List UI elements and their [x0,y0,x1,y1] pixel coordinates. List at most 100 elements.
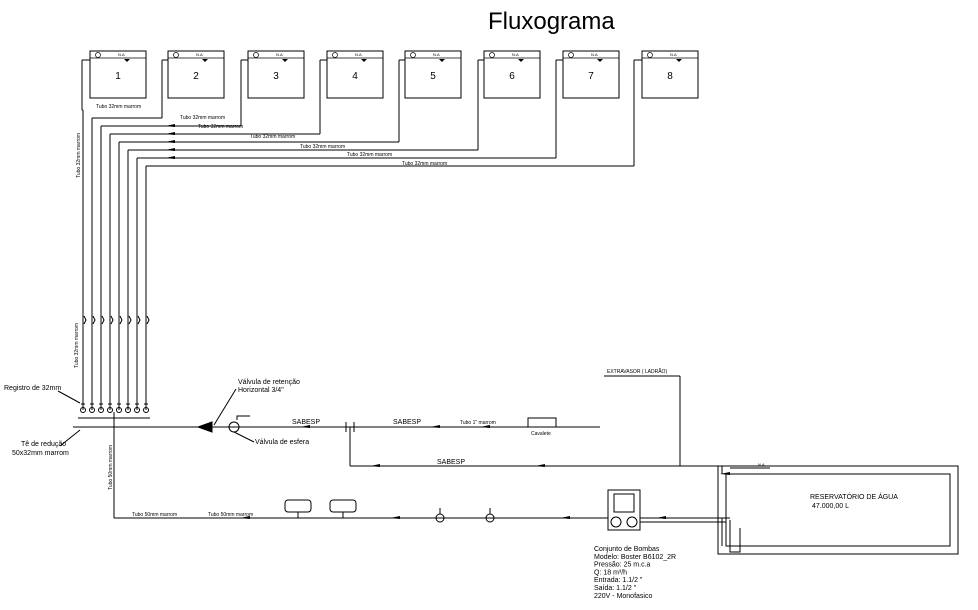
flow-arrow-icon [390,516,400,519]
registro-valve-icon [116,407,122,413]
te-label-1: Tê de redução [21,441,66,448]
riser-pipe-4 [107,59,327,413]
sabesp-label-1: SABESP [292,419,320,426]
main-50-label-1: Tubo 50mm marrom [132,512,177,518]
flow-arrow-icon [560,516,570,519]
tank-2: N.A2 [167,50,225,99]
tank-body [404,50,462,99]
flow-arrow-icon [240,516,250,519]
tank-na-tag: N.A [118,52,125,57]
pump-spec-line: Conjunto de Bombas [594,546,660,553]
tank-6: N.A 6 [483,50,541,99]
flow-arrow-icon [165,140,175,143]
pump-spec-line: Q: 18 m³/h [594,569,627,576]
level-marker-icon [361,59,367,62]
float-valve-icon [253,52,259,58]
tank-na-tag: N.A [512,52,519,57]
sabesp-label-2: SABESP [393,419,421,426]
tank-number: 4 [352,71,358,82]
riser-pipe-5 [116,59,405,413]
reservoir-na-tag: N.A [758,462,765,467]
level-marker-icon [676,59,682,62]
level-marker-icon [518,59,524,62]
tank-number: 7 [588,71,594,82]
flow-arrow-icon [165,156,175,159]
flow-arrow-icon [480,425,490,428]
flow-arrow-icon [300,425,310,428]
extravasor-label: EXTRAVASOR ( LADRÃO) [607,368,667,375]
branch-pipe-label-6: Tubo 32mm marrom [347,152,392,158]
registro-label: Registro de 32mm [4,385,61,392]
tank-7: N.A 7 [562,50,620,99]
float-valve-icon [489,52,495,58]
tank-na-tag: N.A [591,52,598,57]
tank-number: 8 [667,71,673,82]
reservatorio-label-2: 47.000,00 L [812,503,849,510]
branch-pipe-label-2: Tubo 32mm marrom [180,115,225,121]
flow-arrows [165,124,730,519]
diagram-labels: Registro de 32mm Tê de redução 50x32mm m… [4,104,898,518]
float-valve-icon [95,52,101,58]
tank-number: 1 [115,71,121,82]
pump-spec-line: 220V - Monofasico [594,593,652,600]
flow-arrow-icon [370,464,380,467]
flow-arrow-icon [430,425,440,428]
valvula-esfera-label: Válvula de esfera [255,439,309,446]
branch-pipe-label-1: Tubo 32mm marrom [96,104,141,110]
vertical-50-label: Tubo 50mm marrom [108,445,114,490]
main-lines [57,375,959,555]
registro-valve-icon [107,407,113,413]
float-valve-icon [410,52,416,58]
tank-1: N.A 1 [89,50,147,99]
float-valve-icon [173,52,179,58]
pump-spec-line: Saída: 1.1/2 " [594,585,637,592]
riser-pipe-8 [143,59,642,413]
tank-body [247,50,305,99]
registro-valve-icon [89,407,95,413]
vertical-32-label: Tubo 32mm marrom [76,133,82,178]
tank-body [562,50,620,99]
tank-5: N.A5 [404,50,462,99]
tank-number: 5 [430,71,436,82]
tank-na-tag: N.A [276,52,283,57]
riser-pipe-7 [134,59,563,413]
registro-valve-icon [143,407,149,413]
tank-3: N.A3 [247,50,305,99]
flow-arrow-icon [535,464,545,467]
tank-body [641,50,699,99]
supply-pipe-label: Tubo 1" marrom [460,420,496,426]
vertical-32b-label: Tubo 32mm marrom [74,323,80,368]
branch-pipe-label-3: Tubo 32mm marrom [198,124,243,130]
flow-arrow-icon [656,516,666,519]
riser-pipe-1 [80,59,90,413]
tank-body [167,50,225,99]
flow-arrow-icon [165,124,175,127]
riser-pipe-3 [98,59,248,413]
level-marker-icon [439,59,445,62]
level-marker-icon [202,59,208,62]
pump-spec-line: Pressão: 25 m.c.a [594,562,651,569]
tank-na-tag: N.A [355,52,362,57]
main-50-label-2: Tubo 50mm marrom [208,512,253,518]
pump-spec-line: Entrada: 1.1/2 " [594,577,643,584]
flow-arrow-icon [165,132,175,135]
pipe-network [78,59,642,419]
level-marker-icon [282,59,288,62]
registro-valve-icon [80,407,86,413]
registro-valve-icon [98,407,104,413]
valvula-retencao-label-2: Horizontal 3/4" [238,387,284,394]
registro-valve-icon [125,407,131,413]
tank-body [326,50,384,99]
tank-number: 2 [193,71,199,82]
tank-body [89,50,147,99]
valvula-retencao-label-1: Válvula de retenção [238,379,300,386]
riser-pipe-2 [89,59,168,413]
tank-na-tag: N.A [670,52,677,57]
branch-pipe-label-7: Tubo 32mm marrom [402,161,447,167]
tank-number: 6 [509,71,515,82]
tank-8: N.A 8 [641,50,699,99]
riser-pipe-6 [125,59,484,413]
cavalete-label: Cavalete [531,431,551,437]
tanks: N.A1N.A2N.A3N.A4N.A5N.A6N.A7N.A8 [89,50,699,99]
